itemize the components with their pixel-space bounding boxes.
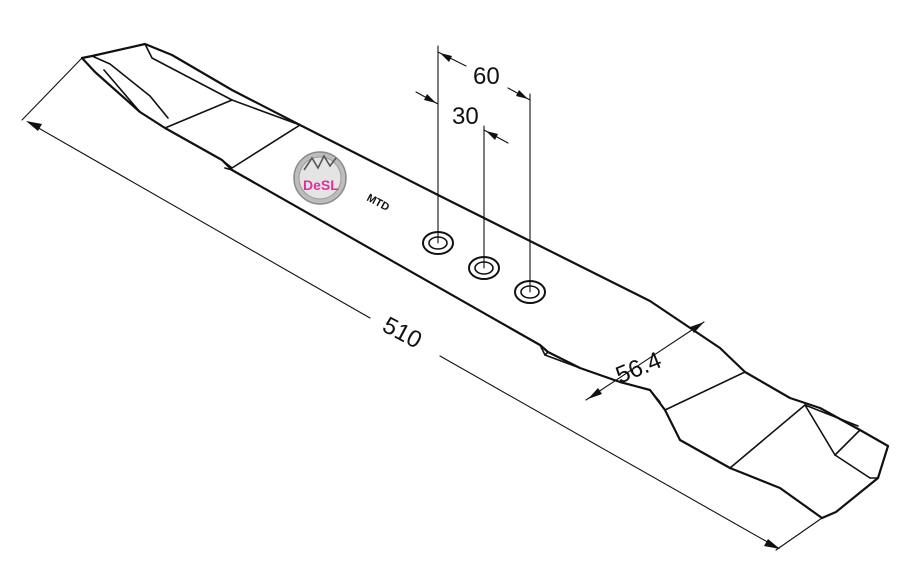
- dimension-length-label: 510: [378, 312, 426, 355]
- logo-text: DeSL: [303, 177, 339, 193]
- dimension-length: 510: [21, 57, 823, 551]
- dimension-hole-spacing-inner: 30: [415, 91, 509, 269]
- blade-marking: MTD: [365, 192, 392, 214]
- dimension-hole-spacing-outer-label: 60: [473, 63, 500, 90]
- dimension-width: 56.4: [585, 321, 705, 401]
- dimension-width-label: 56.4: [612, 347, 665, 390]
- dimension-hole-spacing-outer: 60: [437, 45, 531, 293]
- brand-logo: DeSL: [293, 151, 347, 205]
- mounting-holes: [422, 231, 546, 304]
- dimension-hole-spacing-inner-label: 30: [452, 103, 479, 130]
- blade-outline: [80, 42, 890, 520]
